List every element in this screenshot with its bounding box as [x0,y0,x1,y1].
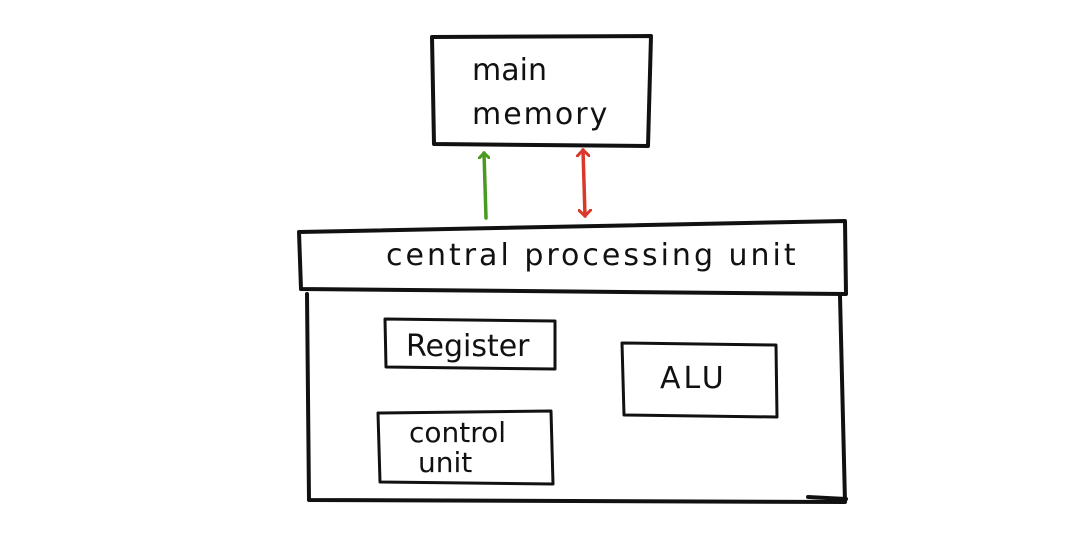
register-label: Register [406,329,530,364]
cpu-body: Register ALU control unit [305,292,848,504]
alu-outline [620,341,779,419]
control-unit-box: control unit [376,409,555,486]
main-memory-label-line2: memory [472,97,609,132]
cpu-header: central processing unit [297,219,848,296]
register-box: Register [383,317,557,371]
control-unit-outline [376,409,555,486]
register-outline [383,317,557,371]
main-memory-box: main memory [430,34,653,148]
main-memory-outline [430,34,653,148]
cpu-title: central processing unit [386,238,799,273]
upward-arrow [484,153,486,220]
main-memory-label-line1: main [472,53,547,88]
bidirectional-arrow [583,150,585,216]
control-unit-label-line2: unit [418,446,472,479]
alu-label: ALU [660,361,727,396]
cpu-header-outline [297,219,848,296]
cpu-body-corner-tick [806,495,848,501]
cpu-body-outline [305,292,847,504]
control-unit-label-line1: control [409,416,506,449]
alu-box: ALU [620,341,779,419]
